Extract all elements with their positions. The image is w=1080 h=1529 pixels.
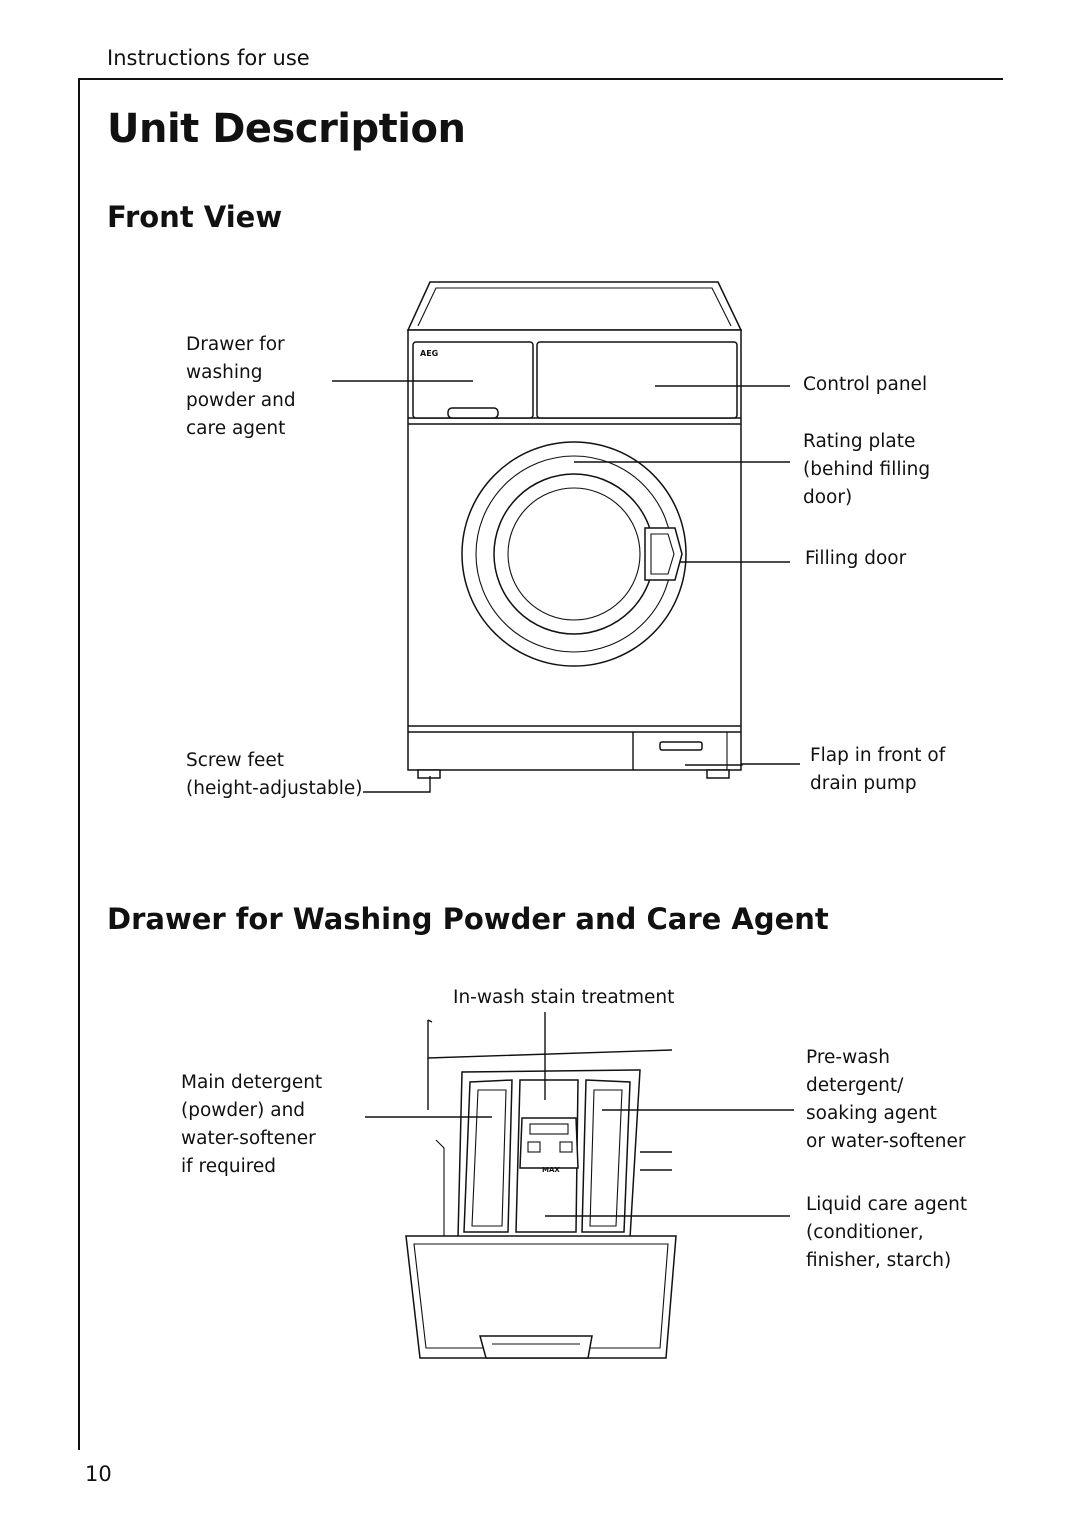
label-drain-flap: Flap in front of drain pump xyxy=(810,745,946,794)
header-label: Instructions for use xyxy=(107,46,310,70)
main-compartment xyxy=(463,1079,513,1233)
label-filling-door: Filling door xyxy=(805,548,907,569)
page-number: 10 xyxy=(85,1462,112,1486)
drawer-front-grip xyxy=(479,1335,593,1359)
label-prewash: Pre-wash detergent/ soaking agent or wat… xyxy=(806,1047,966,1152)
label-rating-plate: Rating plate (behind filling door) xyxy=(803,431,931,508)
max-mark: MAX xyxy=(542,1166,560,1174)
page-title: Unit Description xyxy=(107,106,466,152)
foot-right xyxy=(706,769,730,779)
drain-flap-grip xyxy=(659,741,703,751)
prewash-compartment xyxy=(581,1079,631,1233)
label-drawer: Drawer for washing powder and care agent xyxy=(186,334,296,439)
label-control-panel: Control panel xyxy=(803,374,928,395)
margin-rule xyxy=(78,78,80,1450)
label-screw-feet: Screw feet (height-adjustable) xyxy=(186,750,363,799)
foot-left xyxy=(417,769,441,779)
siphon-cap xyxy=(519,1117,579,1169)
label-stain-treatment: In-wash stain treatment xyxy=(453,987,675,1008)
control-panel xyxy=(536,341,738,419)
label-liquid-care: Liquid care agent (conditioner, finisher… xyxy=(806,1194,968,1271)
brand-logo: AEG xyxy=(420,349,438,358)
drawer-handle xyxy=(447,407,499,419)
drawer-front xyxy=(405,1235,677,1359)
label-main-detergent: Main detergent (powder) and water-soften… xyxy=(181,1072,323,1177)
header-rule xyxy=(78,78,1003,80)
front-view-title: Front View xyxy=(107,200,283,234)
drawer-section-title: Drawer for Washing Powder and Care Agent xyxy=(107,902,829,936)
door-handle xyxy=(644,527,683,581)
